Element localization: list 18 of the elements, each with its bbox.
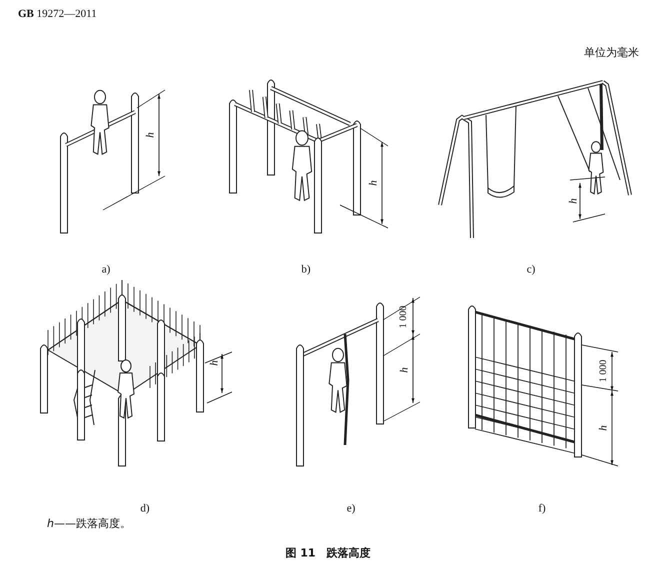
figure-caption: 图 11 跌落高度 xyxy=(285,548,371,558)
figure-label: f) xyxy=(538,504,546,514)
dimension-label: 1 000 xyxy=(399,306,409,328)
dimension-label: h xyxy=(368,180,380,186)
figure-label: d) xyxy=(140,504,150,514)
figure-label: e) xyxy=(346,504,356,514)
header-text: GB 19272—2011 xyxy=(18,9,97,20)
unit-note: 单位为毫米 xyxy=(584,47,639,58)
legend-note: h——跌落高度。 xyxy=(47,518,131,529)
dimension-label: 1 000 xyxy=(599,360,609,382)
dimension-label: h xyxy=(146,132,156,138)
dimension-label: h xyxy=(598,425,610,431)
dimension-label: h xyxy=(210,360,220,366)
dimension-label: h xyxy=(568,198,580,204)
dimension-label: h xyxy=(400,367,410,373)
figure-label: a) xyxy=(102,264,110,276)
figure-label: c) xyxy=(526,264,536,276)
figure-label: b) xyxy=(301,264,311,276)
